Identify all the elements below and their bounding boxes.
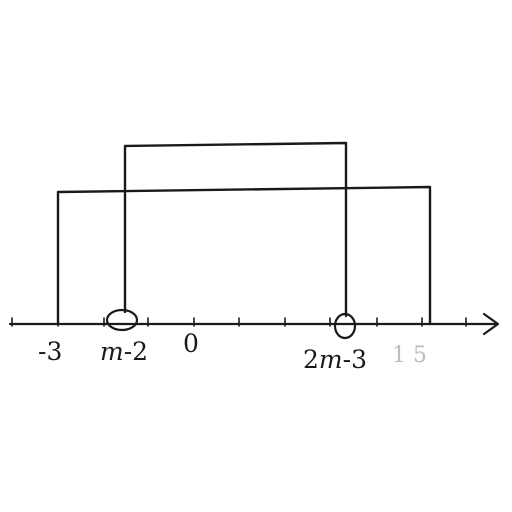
inner-interval-bracket [123, 141, 348, 318]
label-2m-minus-3-variable: m [319, 345, 343, 374]
label-neg3: -3 [38, 337, 62, 366]
outer-interval-bracket [56, 185, 432, 326]
label-2m-minus-3-rest: -3 [343, 345, 367, 374]
label-right-end: 1 5 [392, 343, 427, 368]
label-2m-minus-3-lead: 2 [303, 345, 319, 374]
open-endpoint-2m-minus-3 [333, 312, 357, 340]
axis-arrow-icon [482, 312, 500, 336]
label-m-minus-2-variable: m [100, 337, 124, 366]
open-endpoint-m-minus-2 [105, 308, 139, 332]
label-m-minus-2-rest: -2 [124, 337, 148, 366]
label-zero: 0 [183, 329, 199, 358]
axis-ticks [11, 317, 467, 327]
label-m-minus-2: m-2 [100, 337, 148, 366]
label-2m-minus-3: 2m-3 [303, 345, 367, 374]
